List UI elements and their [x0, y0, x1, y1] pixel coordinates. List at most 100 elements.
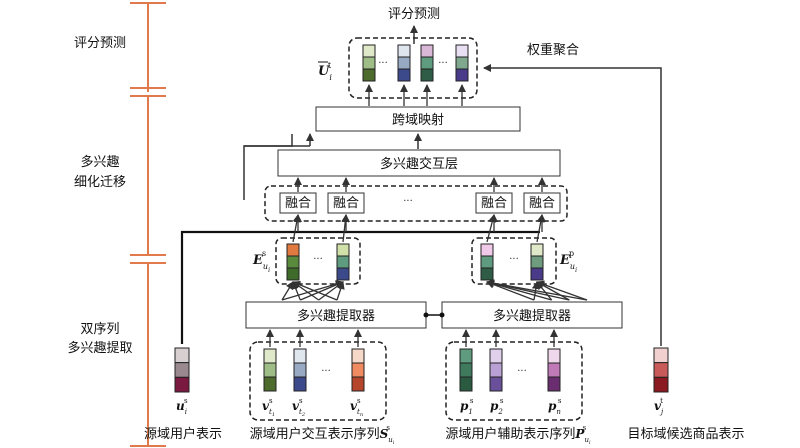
interest-embedding-columns	[286, 243, 544, 281]
target-item-vector-cell	[653, 347, 669, 364]
interest-embedding-vector-cell	[286, 243, 300, 257]
symbol-v-j: vjt	[654, 397, 664, 416]
emb-s-ellipsis: ···	[313, 254, 323, 265]
auxiliary-item-vector-cell	[547, 362, 561, 378]
user-target-vector-cell	[420, 68, 434, 82]
cross-domain-mapping-label: 跨域映射	[392, 112, 444, 128]
interest-embedding-vector-cell	[286, 255, 300, 269]
fusion-label: 融合	[529, 196, 555, 211]
interaction-item-vector-cell	[263, 362, 277, 378]
interest-embedding-vector-cell	[336, 267, 350, 281]
u-target-symbol: Uit	[318, 61, 332, 82]
user-target-vector	[362, 44, 376, 82]
stage-extract-label-1: 双序列	[80, 322, 119, 337]
interaction-item-vector-cell	[351, 362, 365, 378]
stage-transfer-label-1: 多兴趣	[80, 154, 119, 170]
auxiliary-item-vector-cell	[489, 362, 503, 378]
interest-embedding-vector	[530, 243, 544, 281]
interest-embedding-vector-cell	[336, 243, 350, 257]
interest-embedding-vector-cell	[530, 255, 544, 269]
multi-interest-interaction-label: 多兴趣交互层	[380, 156, 458, 172]
target-item-vector-cell	[653, 362, 669, 378]
auxiliary-item-vector	[489, 348, 503, 392]
embedding-p-symbol: Euip	[559, 249, 577, 274]
interaction-item-vector-cell	[351, 376, 365, 392]
interaction-sequence-group	[249, 341, 387, 421]
user-target-vector-cell	[455, 44, 469, 58]
symbol-u-i: uis	[176, 397, 188, 416]
fusion-group	[264, 185, 568, 222]
interaction-item-vector-cell	[263, 376, 277, 392]
auxiliary-item-vector-cell	[459, 348, 473, 364]
extractor-label-s: 多兴趣提取器	[297, 308, 375, 324]
cross-to-user-arrows	[365, 84, 466, 106]
extractor-fan-arrow	[281, 280, 344, 301]
bottom-seq-label: 源域用户交互表示序列Suis	[250, 424, 395, 446]
fusion-ellipsis: ···	[403, 196, 413, 207]
fusion-box	[327, 192, 365, 214]
auxiliary-item-vector-cell	[547, 348, 561, 364]
extractor-fan-arrow	[486, 279, 588, 301]
user-target-vector-cell	[455, 68, 469, 82]
auxiliary-item-vector	[459, 348, 473, 392]
user-rep-connection	[180, 230, 540, 344]
fusion-label: 融合	[481, 196, 507, 211]
extractor-box-s	[245, 301, 427, 329]
extractor-fan-arrow	[281, 281, 294, 301]
extractor-fan-arrow	[336, 281, 345, 301]
auxiliary-item-vector-cell	[459, 362, 473, 378]
extractor-fan-arrow	[536, 280, 588, 301]
interest-embedding-vector-cell	[530, 243, 544, 257]
user-representation-vector-cell	[174, 362, 190, 378]
target-item-vector	[653, 347, 669, 393]
auxiliary-item-vector-cell	[489, 376, 503, 392]
user-representation-vector	[174, 347, 190, 393]
bottom-user-label: 源域用户表示	[144, 426, 222, 442]
symbol-p-1: p1s	[460, 397, 474, 416]
seq-ellipsis: ···	[321, 366, 331, 377]
u-ellipsis-2: ···	[438, 58, 448, 69]
user-representation-vector-cell	[174, 347, 190, 364]
user-target-vector-cell	[455, 56, 469, 70]
embedding-s-symbol: Euis	[252, 249, 270, 274]
u-ellipsis-1: ···	[378, 58, 388, 69]
stage-extract-label-2: 多兴趣提取	[67, 340, 132, 356]
side-columns	[174, 347, 669, 393]
interest-embedding-s-group	[275, 237, 361, 285]
user-target-vector-cell	[397, 68, 411, 82]
bottom-aux-label: 源域用户辅助表示序列Puis	[445, 424, 591, 446]
interaction-item-vector-cell	[351, 348, 365, 364]
user-representation-vector-cell	[174, 376, 190, 393]
symbol-v-tn: vtns	[350, 397, 363, 418]
interest-embedding-p-group	[471, 237, 557, 285]
stage-scale	[130, 2, 166, 447]
auxiliary-item-vector-cell	[459, 376, 473, 392]
extractor-label-p: 多兴趣提取器	[493, 308, 571, 324]
interaction-item-vector	[263, 348, 277, 392]
interaction-item-vector	[293, 348, 307, 392]
extractor-box-p	[441, 301, 623, 329]
target-item-vector-cell	[653, 376, 669, 393]
embedding-to-fusion-arrow	[536, 214, 545, 243]
mid-arrows	[292, 177, 546, 243]
interest-embedding-vector-cell	[336, 255, 350, 269]
embedding-to-fusion-arrow	[292, 214, 301, 243]
user-target-vector-cell	[362, 68, 376, 82]
user-target-vector-group	[348, 37, 478, 99]
user-target-vector-cell	[420, 44, 434, 58]
weight-aggregation-arrow	[483, 64, 662, 346]
cross-domain-mapping-box	[315, 106, 521, 132]
symbol-v-t1: vt1s	[262, 397, 275, 418]
extractor-fan-arrow	[292, 280, 338, 301]
auxiliary-sequence-group	[445, 341, 583, 421]
fusion-boxes: 融合融合融合融合	[279, 192, 561, 214]
weight-aggregation-label: 权重聚合	[527, 42, 579, 58]
user-target-vector-cell	[362, 44, 376, 58]
interaction-item-vector-cell	[293, 348, 307, 364]
aux-ellipsis: ···	[517, 366, 527, 377]
fusion-box	[475, 192, 513, 214]
extractor-to-embedding-arrows	[281, 279, 588, 301]
interaction-item-vector	[351, 348, 365, 392]
interaction-item-vector-cell	[293, 376, 307, 392]
